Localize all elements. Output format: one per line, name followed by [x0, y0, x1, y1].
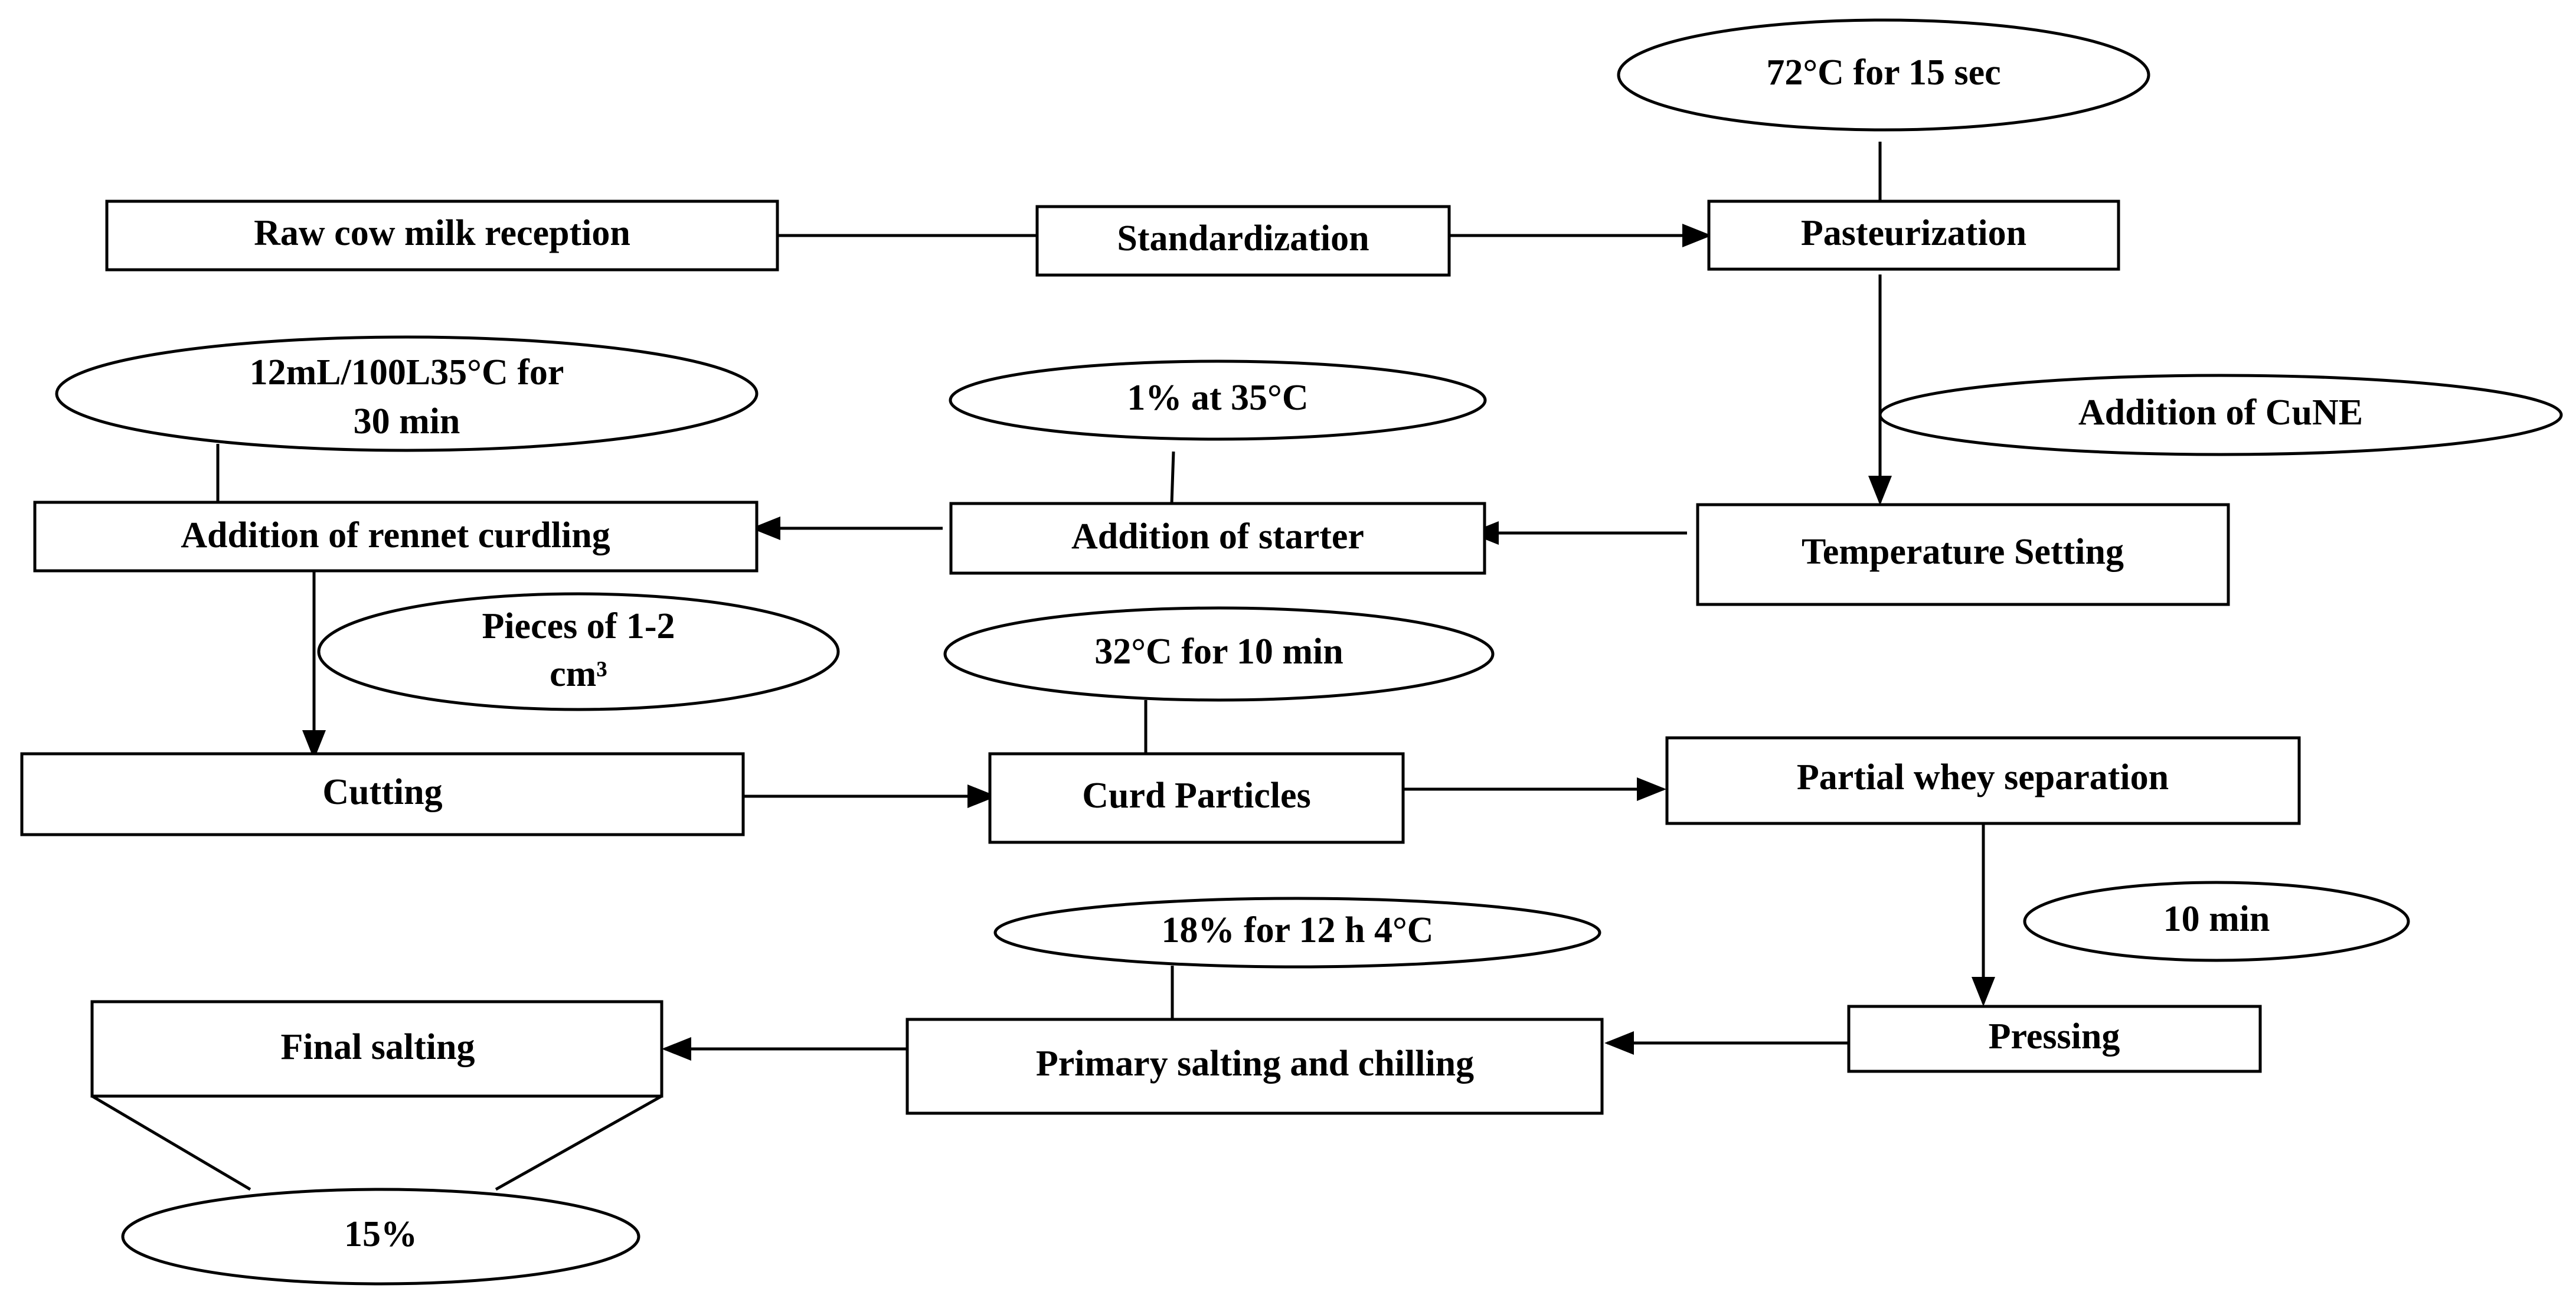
- condition-final-salting-label: 15%: [344, 1214, 417, 1254]
- condition-curd-label: 32°C for 10 min: [1094, 632, 1343, 672]
- step-temperature-setting: Temperature Setting: [1696, 503, 2230, 606]
- step-addition-rennet: Addition of rennet curdling: [33, 501, 759, 573]
- connector-final-left: [91, 1094, 251, 1191]
- condition-pressing: 10 min: [2023, 881, 2410, 962]
- step-addition-starter-label: Addition of starter: [1071, 516, 1364, 557]
- condition-rennet: 12mL/100L35°C for 30 min: [55, 335, 759, 452]
- condition-cutting-label-line2: cm³: [550, 654, 607, 694]
- step-primary-salting: Primary salting and chilling: [905, 1018, 1604, 1115]
- condition-cune: Addition of CuNE: [1878, 374, 2563, 456]
- condition-rennet-label-line1: 12mL/100L35°C for: [250, 352, 564, 393]
- condition-primary-salting: 18% for 12 h 4°C: [993, 897, 1601, 969]
- connector-final-right: [495, 1094, 663, 1191]
- condition-rennet-label-line2: 30 min: [354, 401, 460, 442]
- step-final-salting: Final salting: [90, 1000, 663, 1098]
- step-pressing: Pressing: [1847, 1005, 2262, 1073]
- condition-pressing-label: 10 min: [2163, 899, 2270, 939]
- step-pressing-label: Pressing: [1989, 1016, 2120, 1057]
- step-pasteurization: Pasteurization: [1707, 200, 2120, 271]
- condition-starter: 1% at 35°C: [949, 359, 1487, 441]
- condition-starter-label: 1% at 35°C: [1127, 378, 1308, 418]
- step-curd-particles-label: Curd Particles: [1082, 776, 1310, 816]
- condition-primary-salting-label: 18% for 12 h 4°C: [1161, 910, 1433, 950]
- connectors: [91, 142, 1995, 1191]
- step-temperature-setting-label: Temperature Setting: [1802, 532, 2124, 572]
- connector-starter-condition: [1170, 451, 1175, 504]
- step-final-salting-label: Final salting: [280, 1027, 475, 1067]
- step-primary-salting-label: Primary salting and chilling: [1036, 1044, 1474, 1084]
- step-standardization: Standardization: [1035, 205, 1451, 277]
- step-raw-milk-label: Raw cow milk reception: [254, 213, 630, 253]
- step-partial-whey: Partial whey separation: [1665, 736, 2301, 825]
- step-pasteurization-label: Pasteurization: [1801, 213, 2026, 253]
- step-cutting-label: Cutting: [322, 772, 442, 812]
- step-raw-milk: Raw cow milk reception: [105, 200, 779, 272]
- step-standardization-label: Standardization: [1117, 218, 1369, 259]
- condition-curd: 32°C for 10 min: [943, 606, 1495, 702]
- condition-cutting-label-line1: Pieces of 1-2: [482, 606, 675, 646]
- step-addition-starter: Addition of starter: [949, 502, 1486, 575]
- condition-cutting: Pieces of 1-2 cm³: [317, 592, 840, 711]
- step-curd-particles: Curd Particles: [988, 752, 1405, 844]
- condition-pasteurization-label: 72°C for 15 sec: [1766, 53, 2000, 93]
- condition-cune-label: Addition of CuNE: [2078, 393, 2363, 433]
- condition-final-salting: 15%: [121, 1188, 640, 1286]
- condition-pasteurization: 72°C for 15 sec: [1617, 18, 2150, 132]
- step-cutting: Cutting: [20, 752, 745, 836]
- step-partial-whey-label: Partial whey separation: [1797, 757, 2169, 797]
- step-addition-rennet-label: Addition of rennet curdling: [181, 515, 610, 555]
